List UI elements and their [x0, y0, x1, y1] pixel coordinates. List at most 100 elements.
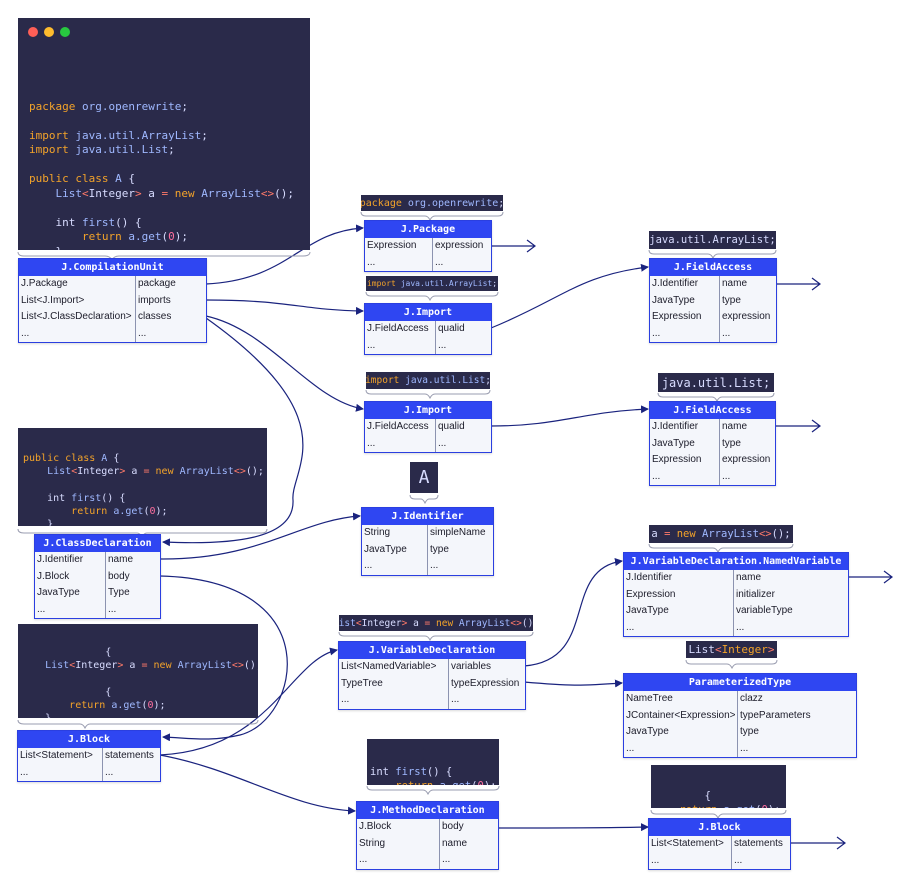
code-token: < [71, 466, 78, 478]
code-token: List [55, 186, 83, 200]
code-token: java.util.List [75, 143, 169, 157]
node-title: J.MethodDeclaration [357, 802, 498, 819]
field-type: JavaType [650, 292, 720, 309]
code-line [29, 85, 310, 100]
node-field-row: JContainer<Expression>typeParameters [624, 707, 856, 724]
node-title: ParameterizedType [624, 674, 856, 691]
wire-cu-import1 [205, 299, 364, 315]
code-token: import [366, 279, 396, 288]
wire-nv-out [848, 570, 893, 584]
field-type: ... [365, 254, 433, 271]
code-token: class [65, 453, 96, 464]
code-token: ArrayList [702, 528, 759, 540]
code-line: { [21, 646, 258, 659]
code-token: ; [498, 198, 503, 209]
field-type: ... [357, 852, 440, 869]
code-token: java.util.ArrayList [75, 128, 202, 142]
code-token [370, 780, 395, 785]
code-token: public [23, 453, 60, 464]
node-field-row: ...... [35, 601, 160, 618]
field-type: List<Statement> [649, 836, 732, 853]
code-token: import [29, 143, 69, 157]
code-token: ArrayList [177, 660, 232, 672]
field-name: clazz [740, 693, 763, 704]
wire-fa2-out [776, 419, 821, 433]
code-token: java.util.List [405, 375, 486, 386]
class-code-body: public class A { List<Integer> a = new A… [23, 452, 267, 526]
field-name: initializer [736, 588, 775, 600]
field-type: ... [650, 325, 720, 342]
node-field-row: ...... [18, 764, 160, 781]
label-import-list: import java.util.List; [366, 372, 490, 389]
code-token: (); [771, 528, 791, 540]
code-token: { [21, 686, 112, 698]
code-token: new [436, 617, 454, 629]
code-token: > [117, 660, 124, 672]
main-code-body: package org.openrewrite; import java.uti… [29, 85, 310, 250]
code-token: ArrayList [458, 617, 511, 629]
code-token: List [339, 617, 356, 629]
code-token: < [714, 643, 722, 656]
code-token: return [69, 699, 106, 711]
code-token: Integer [88, 186, 135, 200]
field-type: ... [19, 325, 136, 342]
field-type: J.Identifier [624, 570, 734, 587]
field-type: ... [35, 601, 106, 618]
node-title: J.Package [365, 221, 491, 238]
node-field-row: ...... [650, 468, 775, 485]
field-type: String [362, 525, 428, 542]
field-name: imports [138, 294, 171, 306]
field-type: J.Identifier [650, 276, 720, 293]
method-code-body: int first() { return a.get(0);} [370, 766, 499, 785]
field-type: J.Identifier [650, 419, 720, 436]
code-token: 0 [168, 230, 175, 244]
code-token: } [23, 518, 54, 526]
field-name: ... [734, 854, 743, 866]
code-token: 0 [478, 780, 484, 785]
code-token: org.openrewrite [81, 99, 182, 113]
field-type: Expression [650, 452, 720, 469]
field-name: statements [734, 838, 783, 849]
code-token: public [29, 172, 69, 186]
code-token [29, 230, 82, 243]
field-type: J.Package [19, 276, 136, 293]
field-type: ... [365, 435, 436, 452]
wire-vardecl-param [523, 679, 623, 688]
wire-block-method [159, 754, 356, 815]
field-type: TypeTree [339, 675, 449, 692]
node-field-row: ...... [624, 619, 848, 636]
field-type: ... [365, 337, 436, 354]
code-token: > [401, 617, 408, 629]
code-token: ); [174, 230, 188, 244]
code-line [29, 114, 310, 129]
code-token: { [21, 647, 112, 658]
code-token [23, 466, 47, 477]
code-token: package [29, 99, 76, 113]
field-name: classes [138, 311, 172, 322]
field-type: ... [339, 692, 449, 709]
code-line: int first() { [370, 766, 499, 780]
code-token: List [688, 643, 715, 656]
code-token: import [29, 128, 69, 142]
code-token: int [29, 215, 82, 229]
